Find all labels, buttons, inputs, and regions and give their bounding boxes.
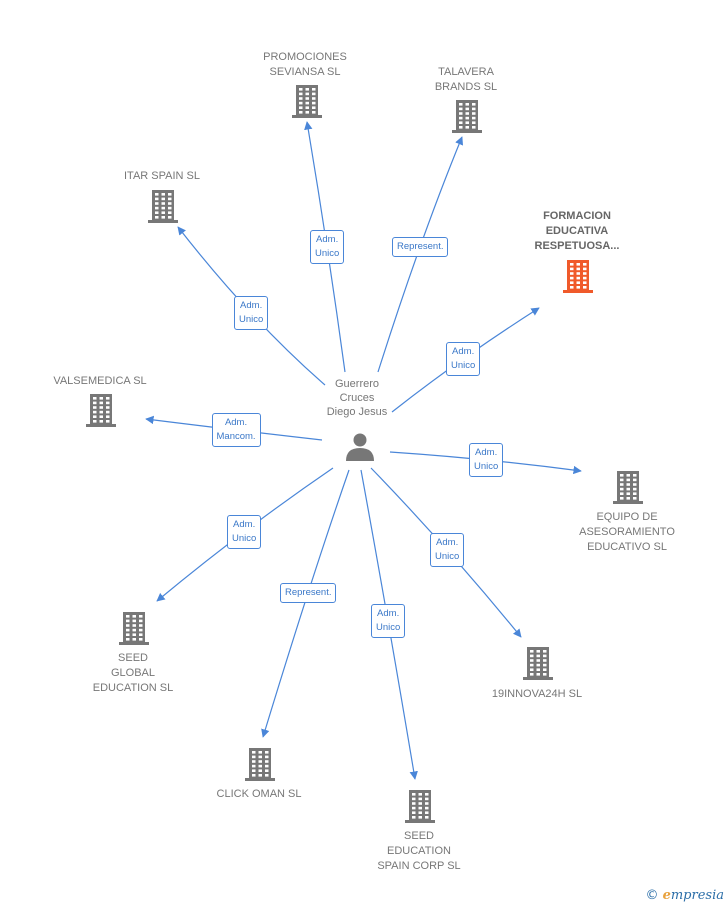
- building-icon-valsemedica[interactable]: [86, 394, 116, 427]
- company-label-seedspain[interactable]: SEED EDUCATION SPAIN CORP SL: [377, 830, 461, 872]
- brand-initial: e: [662, 888, 671, 903]
- edge-label-itar[interactable]: Adm. Unico: [234, 296, 269, 330]
- edge-label-promociones[interactable]: Adm. Unico: [310, 230, 345, 264]
- brand-name: mpresia: [670, 888, 724, 903]
- edge-label-seedspain[interactable]: Adm. Unico: [371, 604, 406, 638]
- company-label-formacion[interactable]: FORMACION EDUCATIVA RESPETUOSA...: [534, 210, 620, 252]
- company-label-promociones[interactable]: PROMOCIONES SEVIANSA SL: [263, 51, 347, 78]
- building-icon-itar[interactable]: [148, 190, 178, 223]
- edge-label-formacion[interactable]: Adm. Unico: [446, 342, 481, 376]
- building-icon-seedspain[interactable]: [405, 790, 435, 823]
- edge-label-innova[interactable]: Adm. Unico: [430, 533, 465, 567]
- edge-clickoman: [261, 469, 350, 738]
- company-label-innova[interactable]: 19INNOVA24H SL: [491, 688, 583, 700]
- center-person-label[interactable]: Guerrero Cruces Diego Jesus: [326, 378, 388, 418]
- edge-label-talavera[interactable]: Represent.: [392, 237, 449, 257]
- edge-label-valsemedica[interactable]: Adm. Mancom.: [211, 413, 261, 447]
- footer-brand: © empresia: [645, 888, 724, 903]
- building-icon-promociones[interactable]: [292, 85, 322, 118]
- building-icon-clickoman[interactable]: [245, 748, 275, 781]
- company-label-itar[interactable]: ITAR SPAIN SL: [123, 170, 200, 182]
- building-icon-equipo[interactable]: [613, 471, 643, 504]
- building-icon-seedglobal[interactable]: [119, 612, 149, 645]
- building-icon-innova[interactable]: [523, 647, 553, 680]
- building-icon-talavera[interactable]: [452, 100, 482, 133]
- company-label-equipo[interactable]: EQUIPO DE ASESORAMIENTO EDUCATIVO SL: [579, 511, 675, 553]
- edge-label-clickoman[interactable]: Represent.: [280, 583, 337, 603]
- company-label-clickoman[interactable]: CLICK OMAN SL: [216, 788, 302, 800]
- person-icon[interactable]: [346, 433, 374, 462]
- edge-label-seedglobal[interactable]: Adm. Unico: [227, 515, 262, 549]
- edge-label-equipo[interactable]: Adm. Unico: [469, 443, 504, 477]
- building-icon-formacion[interactable]: [563, 260, 593, 293]
- copyright-icon: ©: [645, 888, 659, 903]
- company-label-valsemedica[interactable]: VALSEMEDICA SL: [53, 375, 147, 387]
- company-label-seedglobal[interactable]: SEED GLOBAL EDUCATION SL: [92, 652, 174, 694]
- company-label-talavera[interactable]: TALAVERA BRANDS SL: [434, 66, 498, 93]
